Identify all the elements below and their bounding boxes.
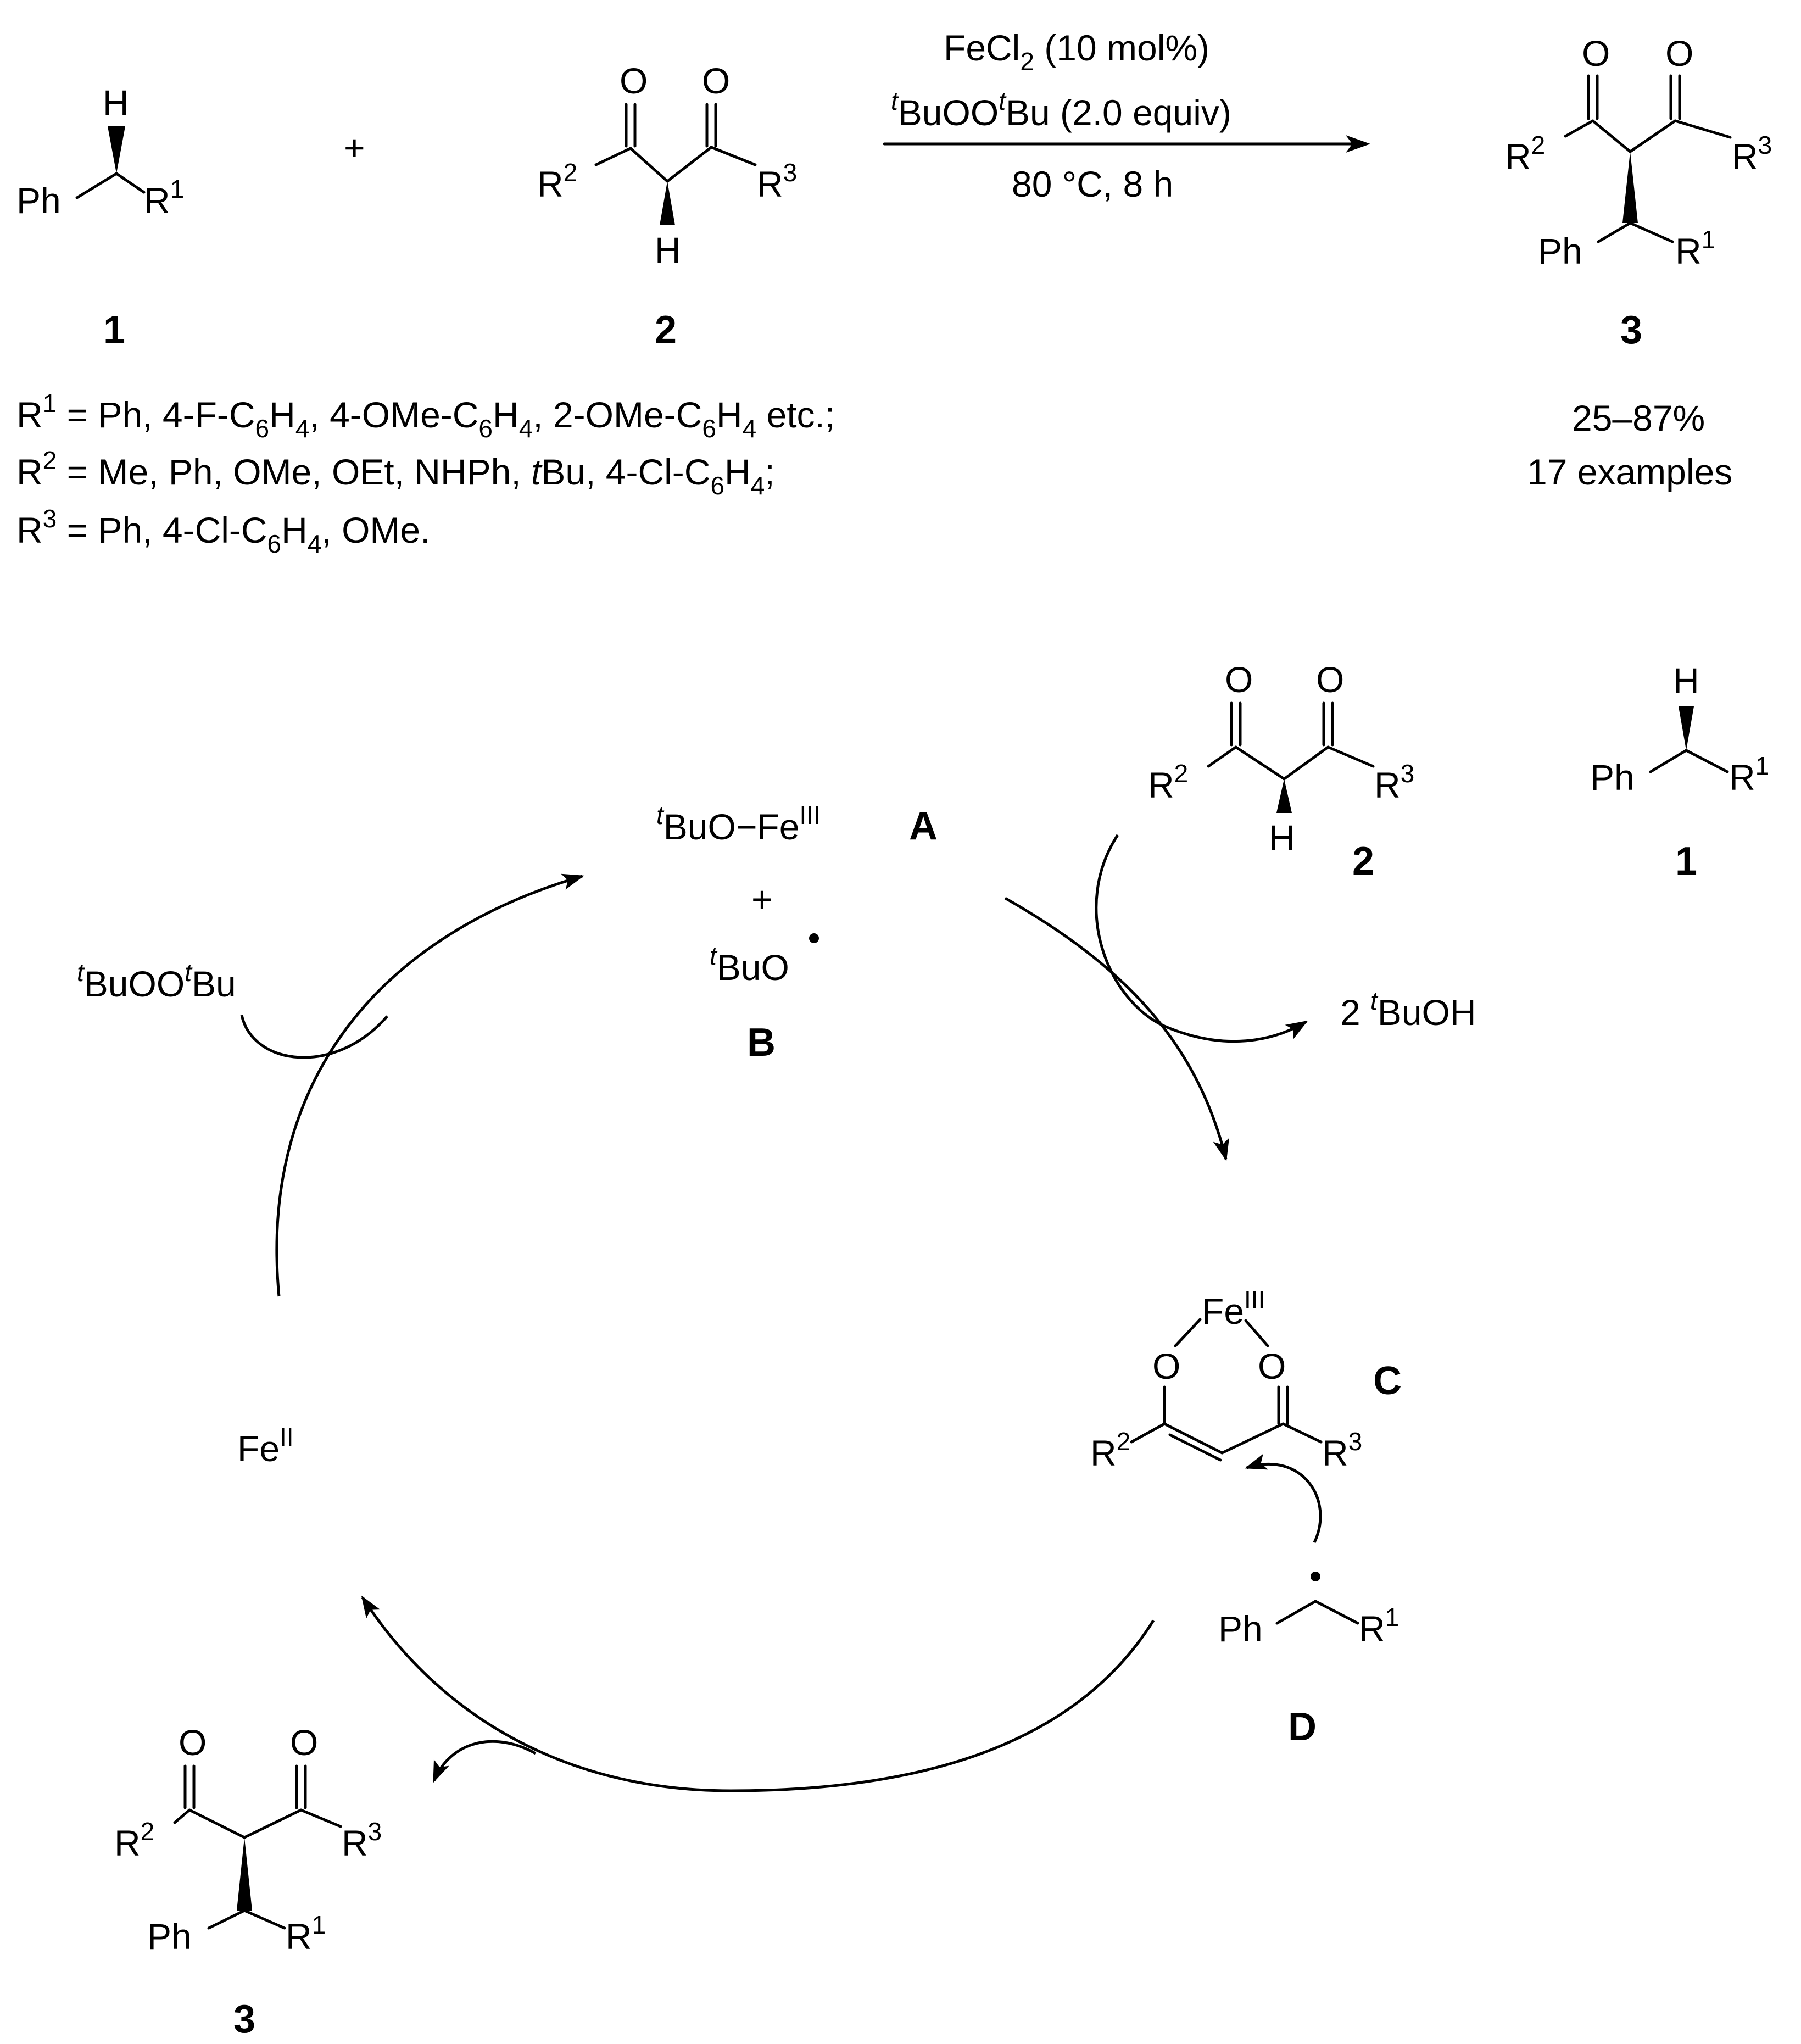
compound-1-cycle: Ph H R1 1 <box>1590 660 1769 883</box>
compound-3-cycle: R2 O O R3 Ph R1 3 <box>114 1722 382 2041</box>
tbuootbu-label: tBuOOtBu <box>77 958 236 1004</box>
reaction-conditions: FeCl2 (10 mol%) tBuOOtBu (2.0 equiv) 80 … <box>883 27 1370 204</box>
r3-label: R3 <box>1322 1427 1362 1473</box>
label-c: C <box>1373 1359 1402 1403</box>
o-label: O <box>1258 1346 1286 1386</box>
compound-number-2: 2 <box>1352 839 1374 883</box>
o-label: O <box>620 60 648 101</box>
ph-label: Ph <box>1538 231 1582 271</box>
catalyst-text: FeCl2 (10 mol%) <box>944 27 1209 76</box>
o-label: O <box>1316 659 1344 700</box>
r3-label: R3 <box>1374 759 1414 805</box>
r1-label: R1 <box>1729 751 1769 798</box>
intermediate-c: FeIII O O R2 R3 C <box>1090 1285 1402 1473</box>
h-label: H <box>103 82 129 123</box>
compound-2-cycle: R2 O O H R3 2 <box>1148 659 1414 883</box>
h-label: H <box>1673 660 1699 701</box>
plus-sign: + <box>751 879 773 920</box>
o-label: O <box>1225 659 1253 700</box>
compound-number-3: 3 <box>233 1997 255 2041</box>
compound-number-1: 1 <box>1675 839 1697 883</box>
label-b: B <box>747 1021 776 1065</box>
radical-dot <box>809 933 819 943</box>
example-count: 17 examples <box>1527 452 1732 492</box>
fe-iii-label: FeIII <box>1202 1285 1265 1332</box>
ph-label: Ph <box>147 1916 192 1957</box>
tbuoh-byproduct: 2 tBuOH <box>1340 987 1476 1033</box>
plus-sign: + <box>344 127 365 168</box>
r1-label: R1 <box>1359 1603 1399 1649</box>
compound-number-1: 1 <box>103 308 125 352</box>
o-label: O <box>179 1722 207 1763</box>
r1-label: R1 <box>144 175 184 221</box>
r2-label: R2 <box>1148 759 1188 805</box>
compound-number-2: 2 <box>655 308 677 352</box>
r3-label: R3 <box>342 1817 382 1863</box>
compound-number-3: 3 <box>1620 308 1642 352</box>
r2-label: R2 <box>114 1817 154 1863</box>
r2-label: R2 <box>537 158 577 204</box>
compound-1-top: Ph H R1 1 <box>16 82 184 352</box>
label-d: D <box>1288 1705 1317 1749</box>
tbuo-fe-label: tBuO−FeIII <box>656 801 821 847</box>
label-a: A <box>909 804 938 848</box>
oxidant-text: tBuOOtBu (2.0 equiv) <box>891 87 1231 133</box>
r3-label: R3 <box>1732 131 1772 177</box>
compound-3-top: R2 O O R3 Ph R1 3 <box>1505 33 1772 352</box>
ph-label: Ph <box>1590 757 1635 798</box>
substituent-definitions: R1 = Ph, 4-F-C6H4, 4-OMe-C6H4, 2-OMe-C6H… <box>16 389 835 558</box>
o-label: O <box>1152 1346 1180 1386</box>
fe-ii-label: FeII <box>237 1423 294 1469</box>
r1-definition: R1 = Ph, 4-F-C6H4, 4-OMe-C6H4, 2-OMe-C6H… <box>16 389 835 443</box>
h-label: H <box>655 230 681 270</box>
yield-range: 25–87% <box>1572 398 1705 438</box>
r1-label: R1 <box>1675 225 1715 271</box>
r2-label: R2 <box>1505 131 1545 177</box>
intermediate-a-b: tBuO−FeIII A + tBuO B <box>656 801 938 1065</box>
o-label: O <box>1665 33 1693 74</box>
cycle-arrows <box>240 834 1322 1792</box>
intermediate-d: Ph R1 D <box>1218 1572 1399 1749</box>
r1-label: R1 <box>286 1911 326 1957</box>
temperature-time-text: 80 °C, 8 h <box>1012 164 1173 204</box>
r3-definition: R3 = Ph, 4-Cl-C6H4, OMe. <box>16 504 430 558</box>
o-label: O <box>290 1722 318 1763</box>
r2-label: R2 <box>1090 1427 1130 1473</box>
ph-label: Ph <box>16 180 61 221</box>
radical-dot <box>1311 1572 1320 1581</box>
compound-2-top: R2 O O H R3 2 <box>537 60 797 352</box>
o-label: O <box>702 60 730 101</box>
tbuo-radical-label: tBuO <box>710 942 789 988</box>
r2-definition: R2 = Me, Ph, OMe, OEt, NHPh, tBu, 4-Cl-C… <box>16 446 775 500</box>
o-label: O <box>1582 33 1610 74</box>
ph-label: Ph <box>1218 1608 1263 1649</box>
h-label: H <box>1269 817 1295 858</box>
r3-label: R3 <box>757 158 797 204</box>
